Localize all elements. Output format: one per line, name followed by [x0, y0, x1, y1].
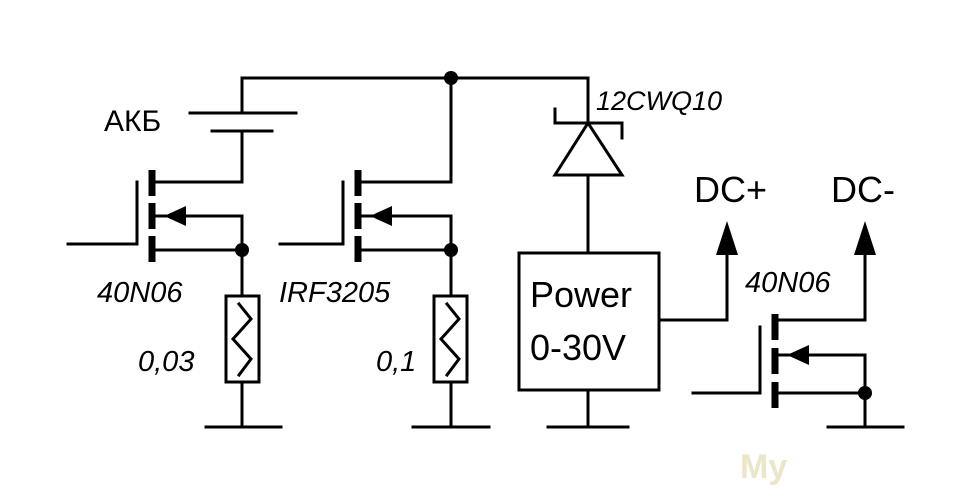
shunt-resistor-1: [204, 248, 283, 429]
dc-minus-terminal: [854, 221, 876, 322]
diode-label: 12CWQ10: [596, 86, 722, 116]
power-supply-block: [517, 251, 661, 429]
dc-plus-label: DC+: [694, 169, 767, 210]
battery-label: АКБ: [104, 105, 161, 138]
battery: [188, 76, 298, 184]
dc-minus-label: DC-: [831, 169, 895, 210]
mosfet-2-label: IRF3205: [279, 277, 391, 309]
power-label-line1: Power: [530, 274, 632, 315]
mosfet-2: [278, 76, 458, 262]
mosfet-1-label: 40N06: [97, 277, 183, 309]
mosfet-1: [66, 170, 249, 262]
resistor-2-label: 0,1: [376, 346, 416, 378]
resistor-1-label: 0,03: [138, 346, 194, 378]
mosfet-3-label: 40N06: [745, 267, 831, 299]
watermark-logo: My: [740, 448, 787, 486]
shunt-resistor-2: [411, 248, 491, 429]
power-label-line2: 0-30V: [530, 327, 626, 368]
dc-plus-terminal: [657, 221, 738, 322]
mosfet-3: [691, 314, 905, 429]
schottky-diode: [552, 76, 625, 255]
